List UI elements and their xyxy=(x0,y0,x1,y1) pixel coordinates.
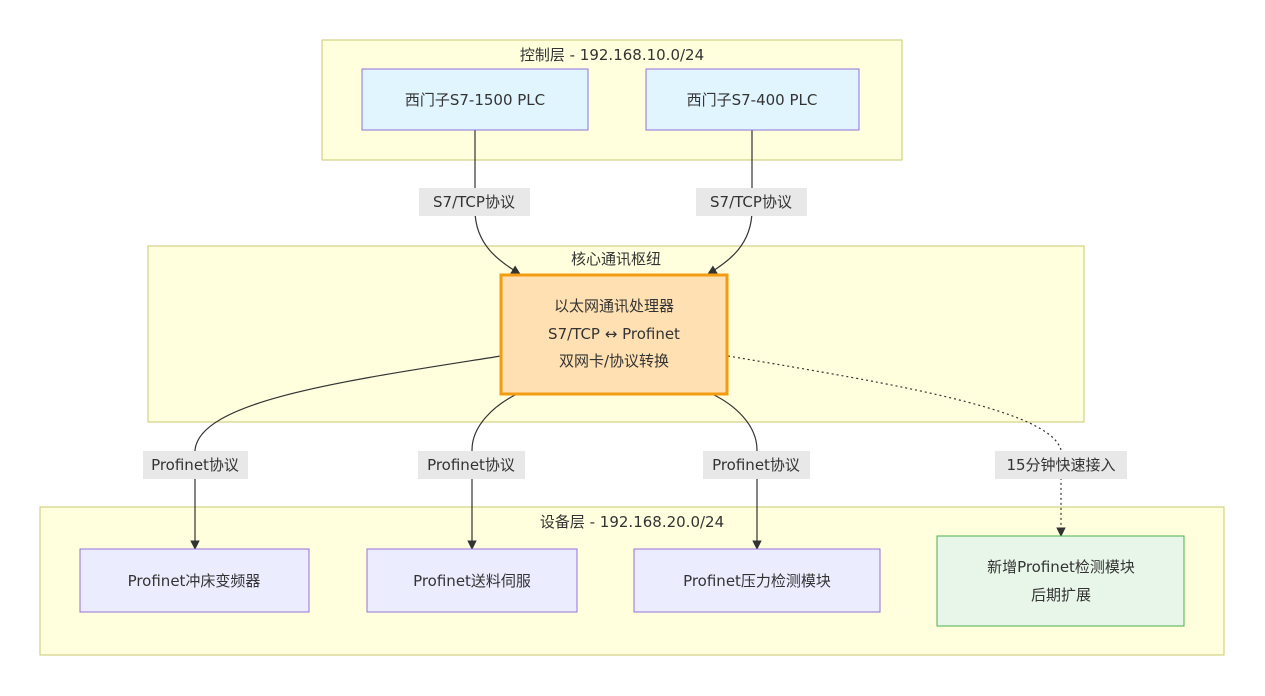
edge-label-e1: S7/TCP协议 xyxy=(419,188,530,216)
svg-text:Profinet冲床变频器: Profinet冲床变频器 xyxy=(128,572,261,590)
svg-text:后期扩展: 后期扩展 xyxy=(1031,586,1091,604)
svg-text:15分钟快速接入: 15分钟快速接入 xyxy=(1006,456,1115,474)
svg-text:Profinet协议: Profinet协议 xyxy=(427,456,515,474)
node-s7-1500-plc[interactable]: 西门子S7-1500 PLC xyxy=(361,68,589,131)
edge-label-e3: Profinet协议 xyxy=(143,451,248,479)
svg-text:以太网通讯处理器: 以太网通讯处理器 xyxy=(554,297,674,315)
edge-label-e4: Profinet协议 xyxy=(418,451,525,479)
edge-label-e5: Profinet协议 xyxy=(703,451,810,479)
edge-gateway-press xyxy=(190,355,502,550)
svg-text:Profinet协议: Profinet协议 xyxy=(151,456,239,474)
svg-text:S7/TCP ↔ Profinet: S7/TCP ↔ Profinet xyxy=(548,325,680,343)
svg-text:西门子S7-1500 PLC: 西门子S7-1500 PLC xyxy=(405,91,545,109)
cluster-control-label: 控制层 - 192.168.10.0/24 xyxy=(520,46,704,64)
edge-gateway-pressure xyxy=(711,393,762,550)
node-profinet-feed-servo[interactable]: Profinet送料伺服 xyxy=(366,548,578,613)
node-s7-400-plc[interactable]: 西门子S7-400 PLC xyxy=(645,68,860,131)
cluster-hub-label: 核心通讯枢纽 xyxy=(571,250,661,268)
edge-label-e6: 15分钟快速接入 xyxy=(995,451,1127,479)
node-profinet-pressure-module[interactable]: Profinet压力检测模块 xyxy=(633,548,881,613)
edge-gateway-servo xyxy=(467,393,518,550)
node-future-profinet-module[interactable]: 新增Profinet检测模块 后期扩展 xyxy=(936,535,1185,627)
node-profinet-press-vfd[interactable]: Profinet冲床变频器 xyxy=(79,548,310,613)
cluster-device-label: 设备层 - 192.168.20.0/24 xyxy=(540,513,724,531)
svg-text:Profinet协议: Profinet协议 xyxy=(712,456,800,474)
svg-text:Profinet压力检测模块: Profinet压力检测模块 xyxy=(683,572,831,590)
svg-text:S7/TCP协议: S7/TCP协议 xyxy=(433,193,515,211)
svg-text:S7/TCP协议: S7/TCP协议 xyxy=(710,193,792,211)
svg-text:双网卡/协议转换: 双网卡/协议转换 xyxy=(559,352,669,370)
node-ethernet-gateway[interactable]: 以太网通讯处理器 S7/TCP ↔ Profinet 双网卡/协议转换 xyxy=(499,273,729,396)
edge-label-e2: S7/TCP协议 xyxy=(696,188,807,216)
svg-text:新增Profinet检测模块: 新增Profinet检测模块 xyxy=(987,558,1135,576)
svg-text:Profinet送料伺服: Profinet送料伺服 xyxy=(413,572,531,590)
svg-text:西门子S7-400 PLC: 西门子S7-400 PLC xyxy=(687,91,818,109)
